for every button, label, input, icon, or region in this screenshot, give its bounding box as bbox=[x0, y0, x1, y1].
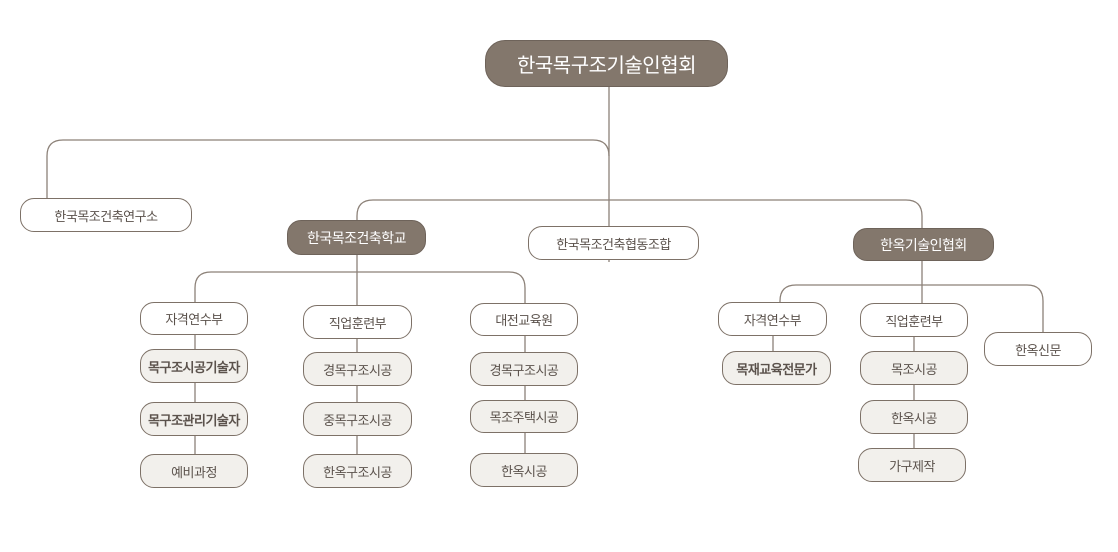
node-hanok-training-item: 목조시공 bbox=[860, 351, 968, 385]
node-school-training-item: 중목구조시공 bbox=[303, 402, 412, 436]
node-school-cert-item: 목구조시공기술자 bbox=[140, 349, 248, 383]
node-school-training-item: 경목구조시공 bbox=[303, 352, 412, 386]
node-hanok-news: 한옥신문 bbox=[984, 332, 1092, 366]
node-school-daejeon: 대전교육원 bbox=[470, 303, 578, 336]
node-school-daejeon-item: 목조주택시공 bbox=[470, 400, 578, 433]
node-hanok-training: 직업훈련부 bbox=[860, 303, 968, 337]
node-school-cert: 자격연수부 bbox=[140, 302, 248, 335]
node-hanok-cert: 자격연수부 bbox=[718, 302, 827, 336]
node-school-training: 직업훈련부 bbox=[303, 305, 412, 339]
node-hanok-association: 한옥기술인협회 bbox=[853, 228, 994, 261]
node-hanok-training-item: 가구제작 bbox=[858, 448, 966, 482]
node-institute: 한국목조건축연구소 bbox=[20, 198, 192, 232]
node-coop: 한국목조건축협동조합 bbox=[528, 226, 699, 260]
node-school-daejeon-item: 경목구조시공 bbox=[470, 352, 578, 386]
node-school: 한국목조건축학교 bbox=[287, 220, 426, 255]
node-school-training-item: 한옥구조시공 bbox=[303, 454, 412, 488]
node-school-daejeon-item: 한옥시공 bbox=[470, 453, 578, 487]
node-hanok-training-item: 한옥시공 bbox=[860, 400, 968, 434]
node-root: 한국목구조기술인협회 bbox=[485, 40, 728, 87]
node-school-cert-item: 목구조관리기술자 bbox=[140, 402, 248, 436]
node-school-cert-item: 예비과정 bbox=[140, 454, 248, 488]
node-hanok-cert-item: 목재교육전문가 bbox=[722, 351, 831, 385]
